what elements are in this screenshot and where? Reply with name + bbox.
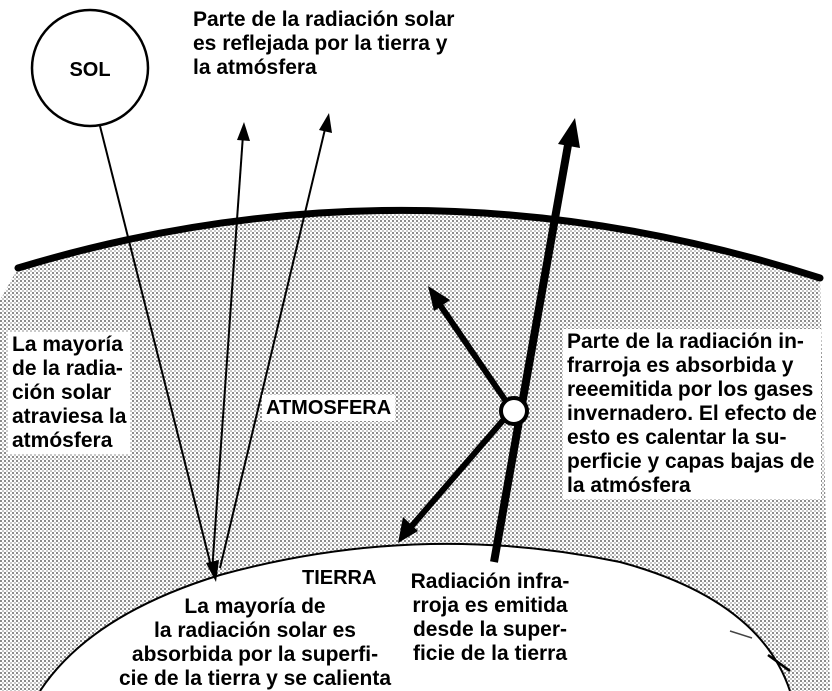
scan-mark bbox=[767, 653, 791, 673]
atmosphere-label: ATMOSFERA bbox=[262, 395, 396, 421]
reemitted-arrowhead-up bbox=[428, 286, 450, 311]
transmitted-radiation-label: La mayoría de la radia- ción solar atrav… bbox=[8, 332, 131, 454]
scan-mark bbox=[729, 630, 753, 639]
reflected-ray-2 bbox=[219, 124, 327, 569]
earth-surface bbox=[39, 542, 791, 691]
incoming-solar-ray bbox=[99, 125, 213, 571]
earth-label: TIERRA bbox=[302, 567, 377, 589]
greenhouse-effect-label: Parte de la radiación in- frarroja es ab… bbox=[563, 329, 821, 499]
sun-label: SOL bbox=[69, 59, 111, 81]
reemitted-ray-down bbox=[407, 408, 515, 530]
sun-circle bbox=[30, 8, 150, 128]
reflected-arrowhead-2 bbox=[319, 113, 332, 133]
reemitted-arrowhead-down bbox=[398, 517, 418, 543]
atmosphere-top-boundary bbox=[14, 206, 824, 282]
reflected-radiation-label: Parte de la radiación solar es reflejada… bbox=[193, 8, 455, 79]
reflected-arrowhead-1 bbox=[237, 122, 250, 141]
reflected-ray-1 bbox=[211, 134, 244, 573]
infrared-emission-label: Radiación infra- rroja es emitida desde … bbox=[410, 570, 570, 665]
greenhouse-gas-molecule bbox=[499, 396, 529, 426]
absorbed-radiation-label: La mayoría de la radiación solar es abso… bbox=[119, 595, 391, 690]
infrared-escape-ray bbox=[490, 144, 572, 563]
reemitted-ray-up bbox=[437, 303, 515, 412]
infrared-escape-arrowhead bbox=[558, 118, 580, 148]
